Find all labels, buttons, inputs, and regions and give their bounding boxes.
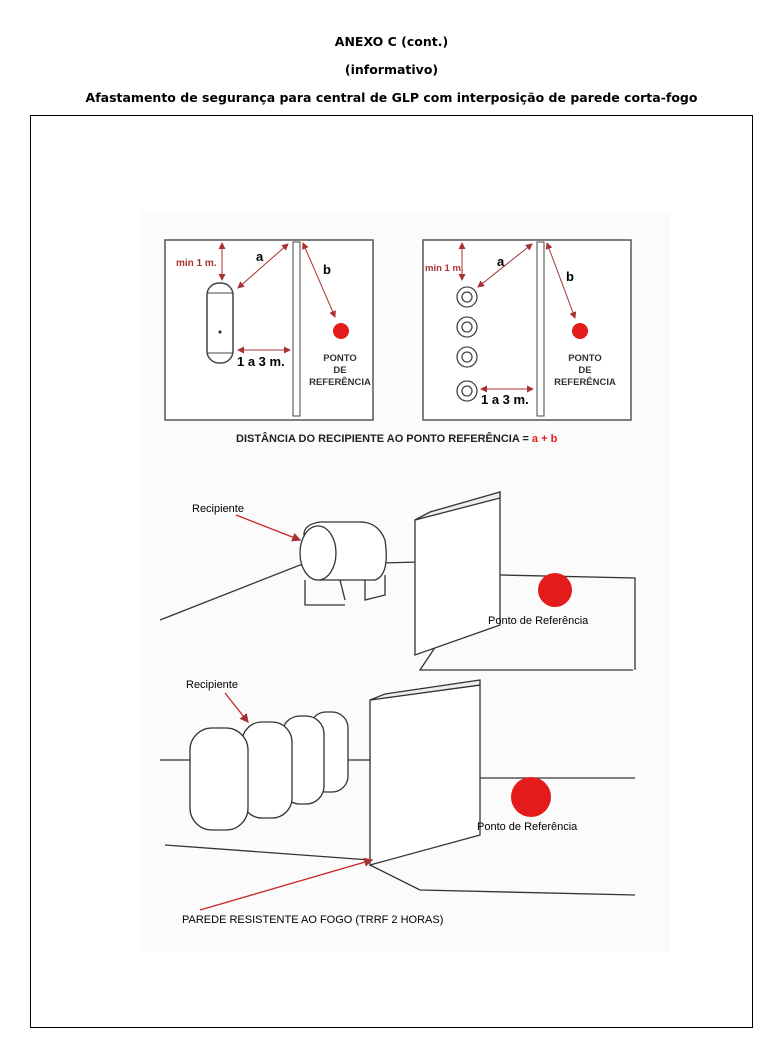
annex-title: ANEXO C (cont.) [334,34,449,49]
ref-label: PONTO [568,353,602,364]
b-label: b [323,262,331,277]
container-label: Recipiente [186,679,238,691]
ref-label: Ponto de Referência [488,615,589,627]
figure-frame [30,115,753,1028]
scene-horizontal-tank [159,491,636,671]
distance-caption: DISTÂNCIA DO RECIPIENTE AO PONTO REFERÊN… [236,432,558,445]
a-label: a [256,249,264,264]
ref-label: PONTO [323,353,357,364]
wall [292,241,301,417]
wall-label: PAREDE RESISTENTE AO FOGO (TRRF 2 HORAS) [182,914,443,926]
ref-label: REFERÊNCIA [554,376,616,388]
scene-cylinders [160,679,636,911]
figure-title: Afastamento de segurança para central de… [85,90,698,105]
ref-label: DE [333,365,346,376]
plan-single-tank: min 1 m. a b 1 a 3 m. PONTO DE REFERÊNCI… [164,239,374,421]
ref-label: DE [578,365,591,376]
horizontal-tank [206,282,234,364]
min-label: min 1 m. [425,263,464,274]
a-label: a [497,254,505,269]
b-label: b [566,269,574,284]
cylinders-top-view [456,286,478,402]
reference-point [538,573,572,607]
ref-label: Ponto de Referência [477,821,578,833]
reference-point [572,323,588,339]
distance-label: 1 a 3 m. [481,392,529,407]
reference-point [511,777,551,817]
min-label: min 1 m. [176,258,217,269]
plan-multiple-cylinders: min 1 m. a b 1 a 3 m. PONTO DE REFERÊNCI… [422,239,632,421]
container-label: Recipiente [192,503,244,515]
reference-point [333,323,349,339]
ref-label: REFERÊNCIA [309,376,371,388]
wall [536,241,545,417]
distance-label: 1 a 3 m. [237,354,285,369]
annex-subtitle: (informativo) [344,62,439,77]
